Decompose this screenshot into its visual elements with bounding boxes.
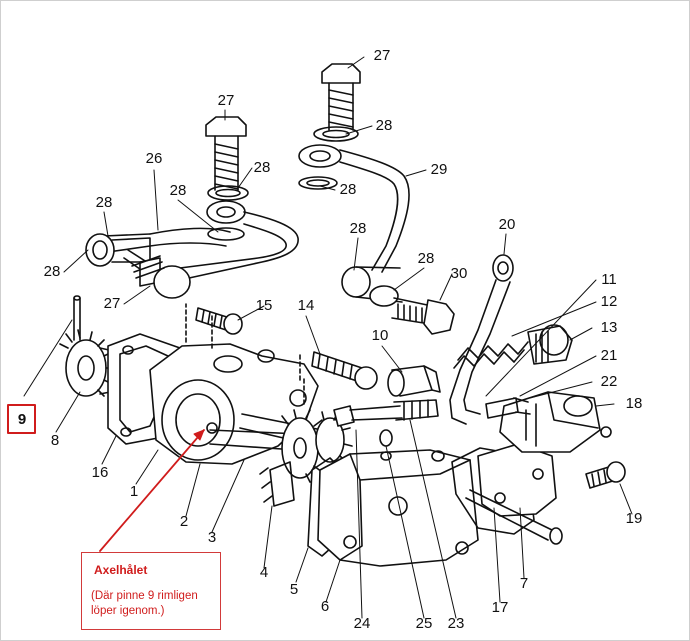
label-2: 2 [180, 513, 188, 530]
label-12: 12 [601, 293, 618, 310]
screw-15 [195, 307, 243, 335]
screw-14 [311, 351, 378, 390]
label-4: 4 [260, 564, 268, 581]
label-28: 28 [418, 250, 435, 267]
valve-holder-30 [341, 266, 455, 335]
annotation-title: Axelhålet [94, 563, 148, 577]
label-11: 11 [601, 271, 617, 288]
label-15: 15 [256, 297, 273, 314]
label-28: 28 [350, 220, 367, 237]
pin-9 [73, 295, 81, 341]
label-27: 27 [374, 47, 391, 64]
label-27: 27 [104, 295, 121, 312]
label-21: 21 [601, 347, 618, 364]
label-19: 19 [626, 510, 643, 527]
label-1: 1 [130, 483, 138, 500]
label-27: 27 [218, 92, 235, 109]
label-17: 17 [492, 599, 509, 616]
spring-12 [453, 341, 529, 369]
annotation-arrow-head [193, 429, 205, 441]
label-24: 24 [354, 615, 371, 632]
highlight-box-9 [7, 404, 36, 434]
label-9: 9 [18, 411, 26, 428]
long-bolt [465, 489, 563, 545]
annotation-text: (Där pinne 9 rimligen löper igenom.) [91, 590, 198, 617]
housing-1 [149, 303, 319, 465]
return-pipe-20 [449, 254, 514, 425]
annotation-arrow-line [99, 429, 205, 552]
label-16: 16 [92, 464, 109, 481]
part-number-labels: 27 28 27 28 26 28 28 28 27 28 29 28 28 3… [18, 47, 643, 632]
label-7: 7 [520, 575, 528, 592]
label-14: 14 [298, 297, 315, 314]
label-18: 18 [626, 395, 643, 412]
valve-24-25 [333, 399, 439, 447]
annotation-box: Axelhålet (Där pinne 9 rimligen löper ig… [81, 552, 221, 630]
screw-19 [585, 461, 626, 489]
banjo-fitting-29 [298, 144, 410, 273]
label-20: 20 [499, 216, 516, 233]
label-29: 29 [431, 161, 448, 178]
label-28: 28 [376, 117, 393, 134]
label-23: 23 [448, 615, 465, 632]
banjo-fitting-left [206, 200, 246, 241]
label-28: 28 [44, 263, 61, 280]
washer-28-c [298, 176, 338, 190]
label-5: 5 [290, 581, 298, 598]
label-8: 8 [51, 432, 59, 449]
cover-7 [477, 443, 557, 517]
fitting-21-22 [485, 397, 531, 419]
pump-body-6 [317, 449, 479, 567]
label-30: 30 [451, 265, 468, 282]
banjo-bolt-27-right [321, 63, 361, 131]
label-28: 28 [96, 194, 113, 211]
label-28: 28 [170, 182, 187, 199]
label-6: 6 [321, 598, 329, 615]
label-28: 28 [340, 181, 357, 198]
label-22: 22 [601, 373, 618, 390]
washer-28-b [313, 126, 359, 142]
label-10: 10 [372, 327, 389, 344]
label-13: 13 [601, 319, 618, 336]
label-26: 26 [146, 150, 163, 167]
pipe-26-upper [179, 211, 299, 281]
label-3: 3 [208, 529, 216, 546]
label-25: 25 [416, 615, 433, 632]
banjo-fitting-27-lower [85, 233, 191, 299]
leader-lines [23, 56, 633, 619]
sleeve-10 [387, 365, 441, 397]
washer-28-a [207, 185, 249, 201]
pipe-26-lower [103, 233, 151, 253]
banjo-bolt-27-left [205, 116, 247, 191]
gear-4 [259, 409, 353, 507]
solenoid-18 [499, 391, 612, 453]
label-28: 28 [254, 159, 271, 176]
